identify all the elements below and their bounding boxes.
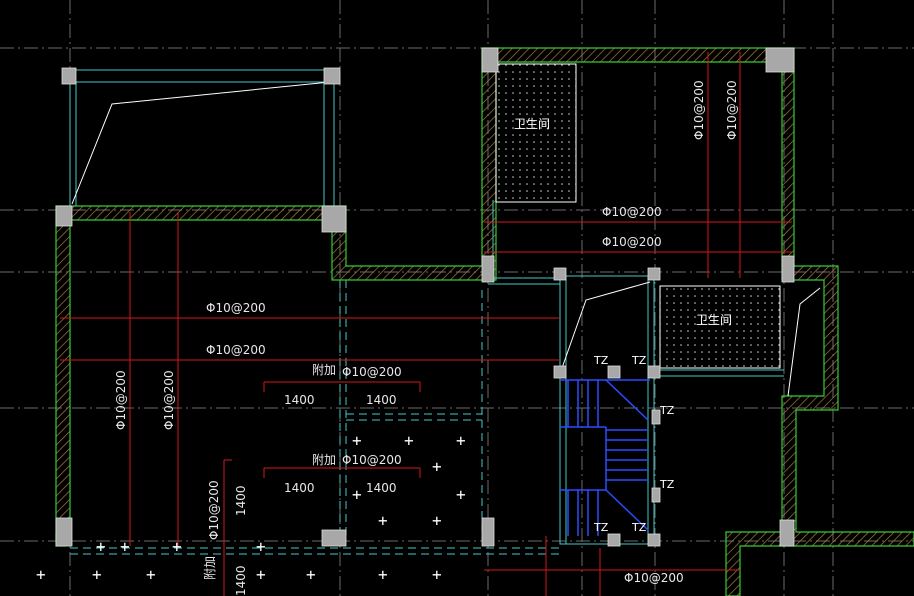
svg-text:+: +: [120, 537, 130, 556]
svg-text:+: +: [432, 511, 442, 530]
tz-label-1: TZ: [593, 354, 609, 367]
rebar-label-bottom: Φ10@200: [624, 571, 684, 585]
stair: [560, 379, 650, 536]
room-label-bathroom-2: 卫生间: [696, 313, 732, 327]
door-swings: [71, 81, 821, 397]
svg-text:+: +: [96, 537, 106, 556]
tz-label-3: TZ: [659, 404, 675, 417]
svg-text:+: +: [172, 537, 182, 556]
columns: [55, 47, 795, 547]
dim-label-1400-v: 1400: [234, 485, 248, 516]
dim-label-1400-d: 1400: [366, 481, 397, 495]
rebar-label-v2: Φ10@200: [162, 370, 176, 430]
svg-text:+: +: [146, 565, 156, 584]
bathroom-1-floor: [495, 63, 577, 203]
tz-label-6: TZ: [631, 521, 647, 534]
rebar-label-v5: Φ10@200: [207, 480, 221, 540]
tz-label-2: TZ: [631, 354, 647, 367]
svg-text:+: +: [378, 565, 388, 584]
extra-label-v: 附加: [203, 556, 217, 580]
svg-text:+: +: [256, 565, 266, 584]
rebar-label-a: Φ10@200: [206, 301, 266, 315]
rebar-label-c: Φ10@200: [602, 205, 662, 219]
extra-label-1-prefix: 附加: [312, 363, 336, 377]
extra-label-2-prefix: 附加: [312, 453, 336, 467]
walls: [55, 47, 914, 596]
extra-label-2-value: Φ10@200: [342, 453, 402, 467]
svg-text:+: +: [456, 431, 466, 450]
svg-text:+: +: [352, 485, 362, 504]
svg-text:+: +: [456, 485, 466, 504]
dashed-beams: [70, 280, 560, 555]
svg-text:+: +: [256, 537, 266, 556]
room-label-bathroom-1: 卫生间: [514, 117, 550, 131]
svg-text:+: +: [92, 565, 102, 584]
rebar-label-b: Φ10@200: [206, 343, 266, 357]
rebar-lines: [60, 52, 792, 596]
svg-text:+: +: [352, 431, 362, 450]
dim-label-1400-b: 1400: [366, 393, 397, 407]
rebar-label-v1: Φ10@200: [114, 370, 128, 430]
rebar-label-v4: Φ10@200: [725, 80, 739, 140]
dim-label-1400-v2: 1400: [234, 565, 248, 596]
svg-text:+: +: [378, 511, 388, 530]
floor-marks: + + + + + + + + + + + + + + + + + + +: [36, 431, 466, 584]
tz-label-4: TZ: [659, 478, 675, 491]
svg-text:+: +: [36, 565, 46, 584]
tz-label-5: TZ: [593, 521, 609, 534]
rebar-label-v3: Φ10@200: [692, 80, 706, 140]
svg-text:+: +: [306, 565, 316, 584]
dim-label-1400-a: 1400: [284, 393, 315, 407]
extra-label-1-value: Φ10@200: [342, 365, 402, 379]
svg-text:+: +: [432, 457, 442, 476]
svg-text:+: +: [432, 565, 442, 584]
rebar-label-d: Φ10@200: [602, 235, 662, 249]
dim-label-1400-c: 1400: [284, 481, 315, 495]
plan-labels: Φ10@200 Φ10@200 Φ10@200 Φ10@200 Φ10@200 …: [114, 80, 739, 596]
svg-text:+: +: [404, 431, 414, 450]
bathroom-2-floor: [659, 285, 781, 369]
